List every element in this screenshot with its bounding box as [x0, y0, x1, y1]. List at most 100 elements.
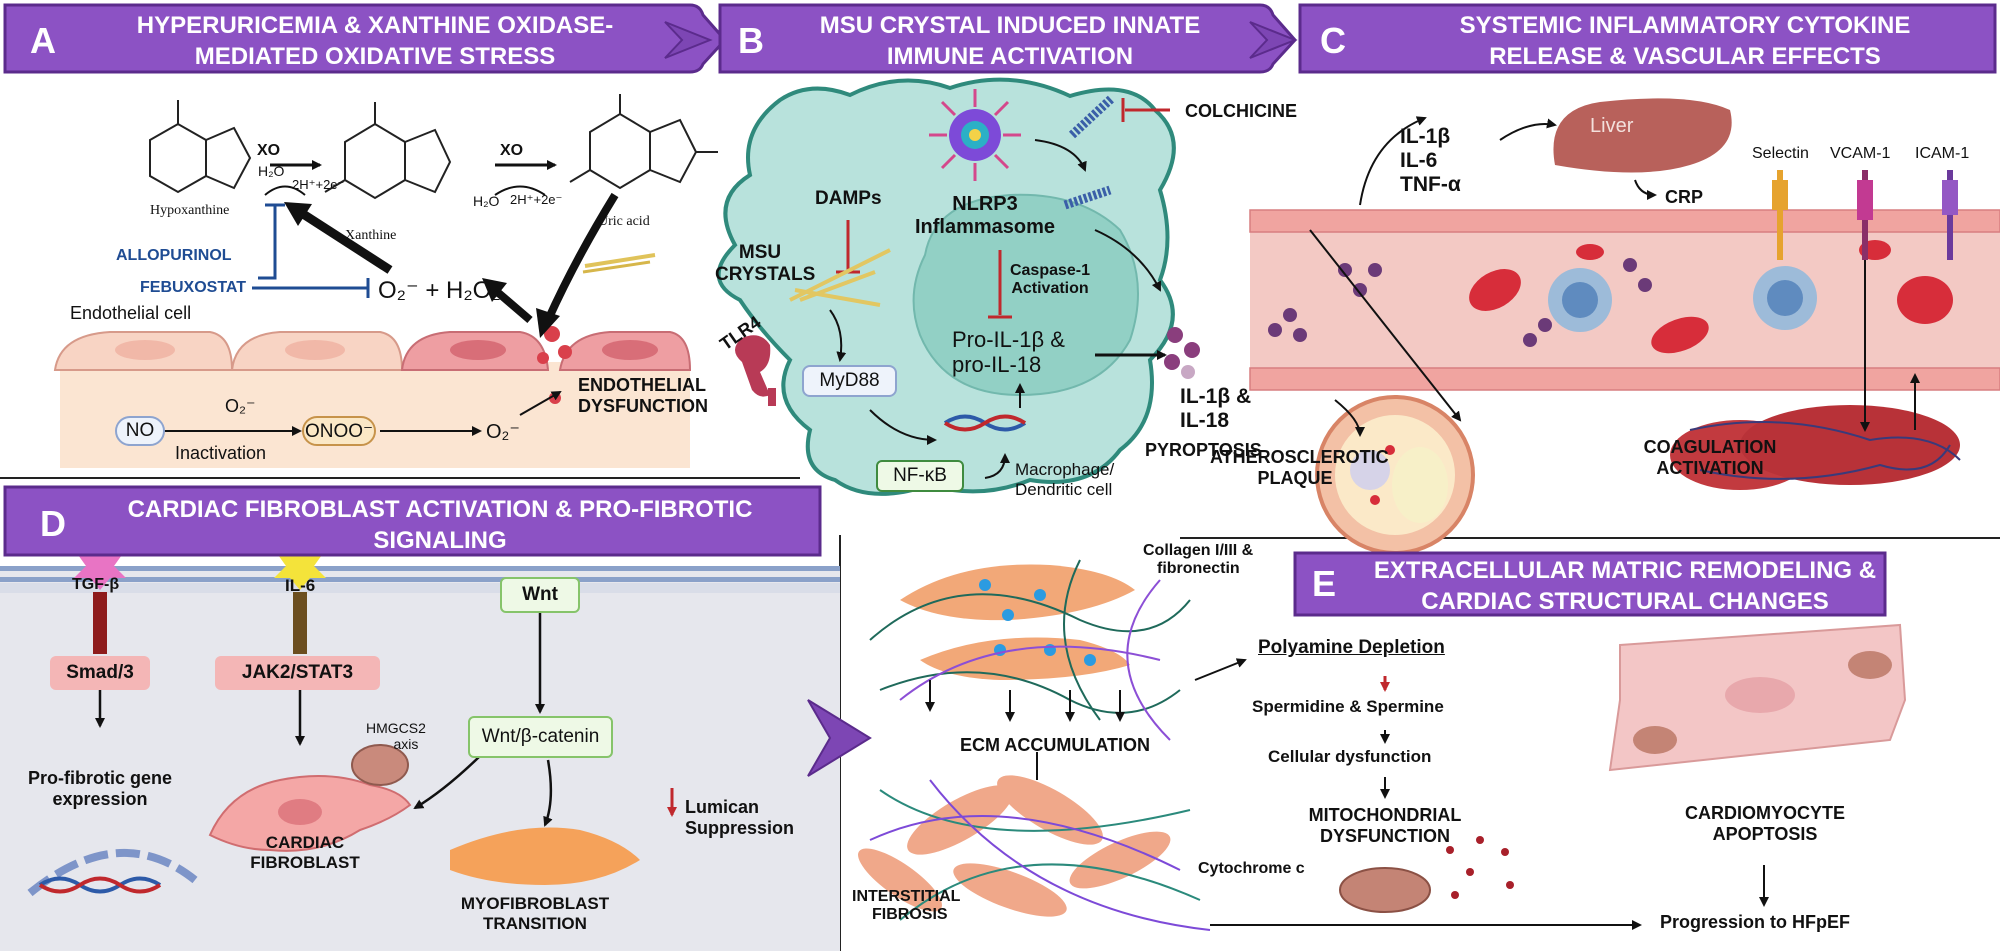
xo-label-2-text: XO: [500, 142, 524, 159]
panel-b-title: MSU CRYSTAL INDUCED INNATE IMMUNE ACTIVA…: [790, 10, 1230, 72]
tlr4-receptor-icon: [735, 335, 776, 406]
cytokine-tnfa: TNF-α: [1400, 173, 1461, 197]
allopurinol-label: ALLOPURINOL: [116, 247, 232, 264]
pro-il-label: Pro-IL-1β & pro-IL-18: [952, 327, 1065, 378]
liver-label: Liver: [1590, 115, 1634, 137]
caspase-label: Caspase-1 Activation: [1000, 262, 1100, 299]
lumican-line2: Suppression: [685, 817, 795, 838]
apoptosis-label: CARDIOMYOCYTE APOPTOSIS: [1680, 803, 1850, 844]
panel-d-title-line2: SIGNALING: [373, 527, 507, 555]
lumican-line1: Lumican: [685, 797, 760, 817]
panel-b-title-line2: IMMUNE ACTIVATION: [886, 43, 1134, 71]
ecm-label: ECM ACCUMULATION: [960, 735, 1150, 755]
myofibroblast-icon: [450, 827, 640, 885]
panel-c-title-line2: RELEASE & VASCULAR EFFECTS: [1489, 43, 1881, 71]
blood-vessel: [1249, 98, 2000, 555]
panel-a-title-line1: HYPERURICEMIA & XANTHINE OXIDASE-: [136, 12, 614, 39]
interstitial-line1: INTERSTITIAL: [852, 888, 961, 905]
caspase-line1: Caspase-1: [1009, 262, 1091, 279]
hypoxanthine-structure: [149, 100, 252, 194]
caspase-line2: Activation: [1011, 280, 1089, 298]
endothelial-cell-label: Endothelial cell: [70, 303, 192, 323]
apoptosis-line2: APOPTOSIS: [1712, 823, 1818, 844]
profibrotic-line2: expression: [52, 788, 148, 809]
ros-label: O₂⁻ + H₂O₂: [378, 277, 501, 304]
o2-top-label: O₂⁻: [225, 396, 256, 416]
selectin-label: Selectin: [1752, 145, 1809, 162]
collagen-line1: Collagen I/III &: [1143, 542, 1254, 559]
wnt-box: Wnt: [500, 577, 580, 613]
macrophage-label: Macrophage/ Dendritic cell: [1015, 460, 1114, 499]
xanthine-label: Xanthine: [345, 228, 397, 243]
panel-b-title-line1: MSU CRYSTAL INDUCED INNATE: [819, 12, 1201, 39]
uric-acid-structure: [569, 94, 718, 190]
il-output-line1: IL-1β &: [1180, 385, 1252, 408]
hfpef-label: Progression to HFpEF: [1660, 912, 1851, 932]
nucleus: [912, 193, 1139, 397]
panel-a-title-line2: MEDIATED OXIDATIVE STRESS: [194, 43, 556, 71]
colchicine-label: COLCHICINE: [1185, 101, 1297, 121]
mito-dysfunction-label: MITOCHONDRIAL DYSFUNCTION: [1295, 805, 1475, 846]
panel-a-letter: A: [30, 20, 56, 61]
nlrp3-label: NLRP3 Inflammasome: [915, 193, 1055, 239]
cardiac-fibroblast-line2: FIBROBLAST: [250, 852, 360, 872]
msu-line1: MSU: [738, 242, 782, 263]
profibrotic-label: Pro-fibrotic gene expression: [10, 768, 190, 809]
polyamine-label: Polyamine Depletion: [1258, 637, 1445, 658]
uric-acid-label: Uric acid: [598, 214, 650, 229]
vcam-label: VCAM-1: [1830, 145, 1891, 162]
apoptosis-line1: CARDIOMYOCYTE: [1684, 803, 1845, 823]
interstitial-fibrosis-label: INTERSTITIAL FIBROSIS: [852, 888, 960, 925]
crp-label: CRP: [1665, 187, 1704, 207]
plaque-label: ATHEROSCLEROTIC PLAQUE: [1210, 447, 1389, 488]
febuxostat-label: FEBUXOSTAT: [140, 279, 247, 296]
coagulation-line1: COAGULATION: [1643, 437, 1777, 457]
lumican-label: Lumican Suppression: [685, 797, 794, 838]
panel-e-title: EXTRACELLULAR MATRIC REMODELING & CARDIA…: [1370, 555, 1880, 617]
nlrp3-line1: NLRP3: [952, 193, 1018, 215]
inflammasome-icon: [929, 89, 1021, 181]
o2-out-label: O₂⁻: [486, 421, 520, 443]
panel-d-letter: D: [40, 503, 66, 544]
liver-icon: [1553, 98, 1732, 173]
mito-line2: DYSFUNCTION: [1320, 825, 1450, 846]
xo-label-1: XO: [257, 142, 280, 160]
plaque-icon: [1315, 395, 1475, 555]
panel-e-title-line2: CARDIAC STRUCTURAL CHANGES: [1421, 588, 1829, 616]
panel-d-title-line1: CARDIAC FIBROBLAST ACTIVATION & PRO-FIBR…: [127, 496, 753, 523]
msu-crystals-label: MSU CRYSTALS: [715, 242, 816, 286]
clot-icon: [1670, 405, 1961, 490]
wnt-catenin-box: Wnt/β-catenin: [468, 716, 613, 758]
nfkb-box: NF-κB: [876, 460, 964, 492]
myofibroblast-line1: MYOFIBROBLAST: [460, 894, 610, 913]
panel-e-title-line1: EXTRACELLULAR MATRIC REMODELING &: [1373, 557, 1877, 584]
panel-c-letter: C: [1320, 20, 1346, 61]
hypoxanthine-label: Hypoxanthine: [150, 203, 230, 218]
il-output-label: IL-1β & IL-18: [1180, 385, 1251, 433]
coagulation-label: COAGULATION ACTIVATION: [1640, 437, 1780, 478]
myd88-box: MyD88: [802, 365, 897, 397]
panel-b-letter: B: [738, 20, 764, 61]
myofibroblast-label: MYOFIBROBLAST TRANSITION: [445, 894, 625, 933]
panel-d-art: [0, 542, 840, 951]
damps-label: DAMPs: [815, 188, 882, 209]
mito-line1: MITOCHONDRIAL: [1308, 805, 1462, 825]
no-box: NO: [115, 416, 165, 446]
smad-box: Smad/3: [50, 656, 150, 690]
profibrotic-line1: Pro-fibrotic gene: [27, 768, 172, 788]
banners: [3, 3, 1997, 777]
msu-line2: CRYSTALS: [715, 263, 816, 285]
cardiac-fibroblast-label: CARDIAC FIBROBLAST: [240, 833, 370, 872]
electron-eq-2: 2H⁺+2e⁻: [510, 192, 563, 207]
vcam-icon: [1857, 170, 1873, 260]
il6-label: IL-6: [285, 576, 316, 595]
icam-label: ICAM-1: [1915, 145, 1970, 162]
plaque-line1: ATHEROSCLEROTIC: [1210, 447, 1389, 467]
macrophage-line2: Dendritic cell: [1015, 479, 1113, 499]
myofibroblast-line2: TRANSITION: [483, 913, 587, 933]
panel-d-title: CARDIAC FIBROBLAST ACTIVATION & PRO-FIBR…: [100, 494, 780, 556]
h2o-label-1: H₂O: [258, 163, 285, 179]
endothelial-dysfunction-line1: ENDOTHELIAL: [578, 375, 706, 395]
pro-il-line2: pro-IL-18: [952, 352, 1042, 378]
